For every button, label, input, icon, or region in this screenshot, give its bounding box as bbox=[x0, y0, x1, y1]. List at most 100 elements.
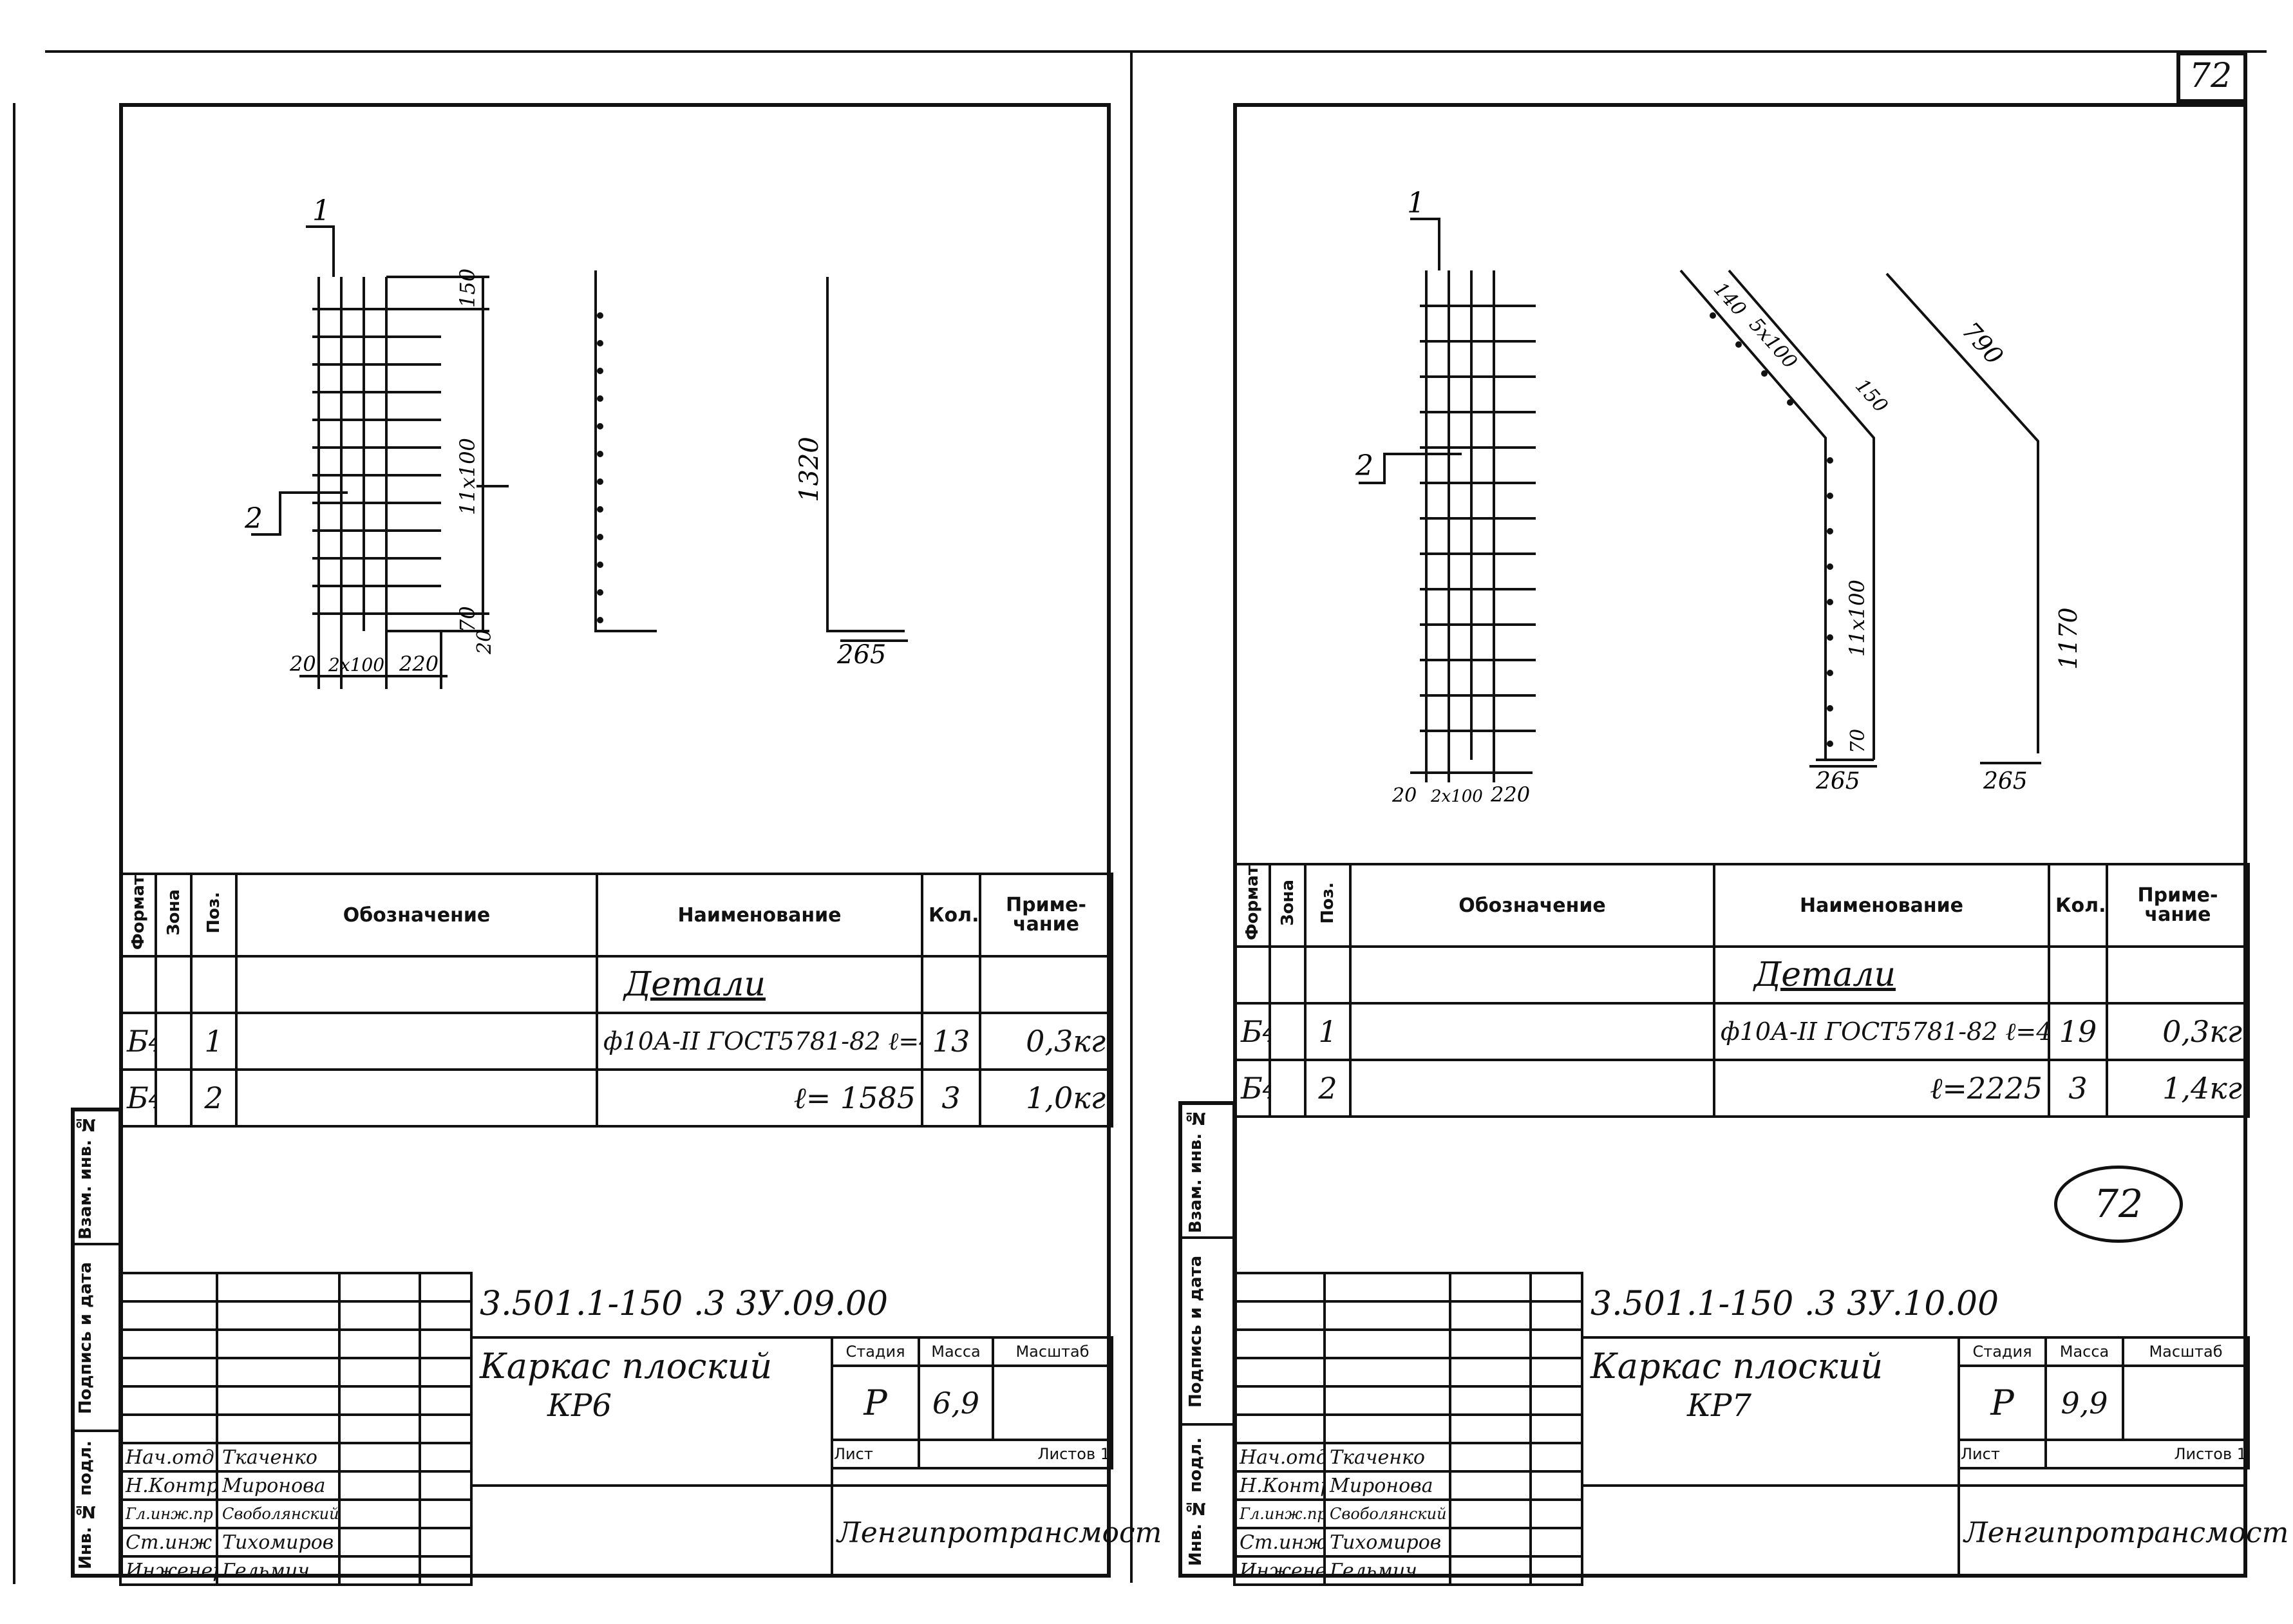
left-row1-pos: 1 bbox=[190, 1012, 238, 1072]
left-label-podpis: Подпись и дата bbox=[76, 1261, 95, 1414]
left-mass: 6,9 bbox=[918, 1364, 994, 1441]
left-head-designation: Обозначение bbox=[235, 872, 598, 958]
left-dim-2x100: 2x100 bbox=[328, 654, 384, 675]
table-row: Б4 1 ф10А-II ГОСТ5781-82 ℓ=440 13 0,3кг bbox=[119, 1012, 1113, 1072]
page-number: 72 bbox=[2189, 57, 2232, 95]
right-row2-format: Б4 bbox=[1233, 1059, 1271, 1119]
right-sheet-frame bbox=[1233, 103, 2247, 1578]
right-stage: Р bbox=[1958, 1364, 2047, 1441]
left-head-pos: Поз. bbox=[204, 891, 223, 934]
right-head-name: Наименование bbox=[1713, 862, 2050, 949]
left-org: Ленгипротрансмост bbox=[837, 1516, 1162, 1549]
table-row: Б4 2 ℓ= 1585 3 1,0кг bbox=[119, 1068, 1113, 1128]
left-dim-1320: 1320 bbox=[795, 437, 824, 502]
left-head-qty: Кол. bbox=[921, 872, 981, 958]
left-spec-section: Детали bbox=[596, 955, 923, 1015]
left-head-zone: Зона bbox=[164, 889, 184, 936]
left-row1-format: Б4 bbox=[119, 1012, 157, 1072]
right-row1-note: 0,3кг bbox=[2106, 1002, 2250, 1062]
left-row2-name: ℓ= 1585 bbox=[596, 1068, 923, 1128]
left-dim-20: 20 bbox=[289, 652, 316, 676]
table-row: Б4 1 ф10А-II ГОСТ5781-82 ℓ=440 19 0,3кг bbox=[1233, 1002, 2250, 1062]
right-row1-pos: 1 bbox=[1304, 1002, 1352, 1062]
right-label-inv: Инв. № подл. bbox=[1186, 1437, 1205, 1567]
right-spec-section: Детали bbox=[1713, 945, 2050, 1005]
right-dim-265a: 265 bbox=[1815, 768, 1860, 795]
right-spec-table: Формат Зона Поз. Обозначение Наименовани… bbox=[1233, 862, 2250, 1119]
left-dim-265: 265 bbox=[836, 640, 886, 670]
right-row2-qty: 3 bbox=[2048, 1059, 2108, 1119]
left-doc-title: Каркас плоский bbox=[480, 1346, 773, 1386]
left-stage-block: Стадия Масса Масштаб Р 6,9 Лист Листов 1 bbox=[831, 1336, 1113, 1469]
right-dim-20: 20 bbox=[1392, 784, 1417, 807]
left-dim-150: 150 bbox=[455, 269, 480, 308]
right-head-format: Формат bbox=[1242, 865, 1262, 941]
right-row1-qty: 19 bbox=[2048, 1002, 2108, 1062]
left-dim-11x100: 11x100 bbox=[455, 438, 480, 515]
left-doc-subtitle: КР6 bbox=[547, 1388, 612, 1424]
left-row2-qty: 3 bbox=[921, 1068, 981, 1128]
left-row2-pos: 2 bbox=[190, 1068, 238, 1128]
right-pos1-label: 1 bbox=[1407, 187, 1425, 220]
right-stage-block: Стадия Масса Масштаб Р 9,9 Лист Листов 1 bbox=[1958, 1336, 2250, 1469]
right-label-vzam: Взам. инв. № bbox=[1186, 1108, 1205, 1233]
left-doc-code: 3.501.1-150 .3 3У.09.00 bbox=[480, 1285, 889, 1323]
right-row2-note: 1,4кг bbox=[2106, 1059, 2250, 1119]
right-mark-text: 72 bbox=[2093, 1182, 2144, 1227]
right-label-podpis: Подпись и дата bbox=[1186, 1255, 1205, 1408]
right-row1-name: ф10А-II ГОСТ5781-82 ℓ=440 bbox=[1713, 1002, 2050, 1062]
right-dim-1170: 1170 bbox=[2054, 607, 2082, 670]
left-head-format: Формат bbox=[128, 875, 148, 950]
left-sheet-frame bbox=[119, 103, 1111, 1578]
right-dim-220: 220 bbox=[1490, 782, 1530, 807]
right-head-qty: Кол. bbox=[2048, 862, 2108, 949]
right-drawing-kr7: 1 2 140 5x100 150 790 11x100 70 1170 265… bbox=[1355, 187, 2082, 807]
left-dim-20-right: 20 bbox=[473, 630, 496, 655]
right-doc-subtitle: КР7 bbox=[1687, 1388, 1751, 1424]
right-doc-code: 3.501.1-150 .3 3У.10.00 bbox=[1590, 1285, 1999, 1323]
left-stage: Р bbox=[831, 1364, 920, 1441]
left-label-inv: Инв. № подл. bbox=[76, 1440, 95, 1570]
left-row2-note: 1,0кг bbox=[979, 1068, 1113, 1128]
right-dim-265b: 265 bbox=[1983, 768, 2028, 795]
right-row1-format: Б4 bbox=[1233, 1002, 1271, 1062]
right-dim-11x100: 11x100 bbox=[1845, 580, 1869, 657]
right-head-pos: Поз. bbox=[1318, 882, 1337, 924]
right-pos2-label: 2 bbox=[1355, 449, 1373, 482]
right-row2-pos: 2 bbox=[1304, 1059, 1352, 1119]
left-pos2-label: 2 bbox=[244, 502, 263, 535]
left-head-note: Приме- чание bbox=[979, 872, 1113, 958]
right-row2-name: ℓ=2225 bbox=[1713, 1059, 2050, 1119]
right-head-designation: Обозначение bbox=[1349, 862, 1715, 949]
left-label-vzam: Взам. инв. № bbox=[76, 1114, 95, 1240]
right-dim-790: 790 bbox=[1956, 317, 2008, 370]
left-row1-note: 0,3кг bbox=[979, 1012, 1113, 1072]
right-head-note: Приме- чание bbox=[2106, 862, 2250, 949]
right-org: Ленгипротрансмост bbox=[1964, 1516, 2289, 1549]
right-head-zone: Зона bbox=[1278, 880, 1297, 926]
right-circled-mark: 72 bbox=[2054, 1166, 2183, 1243]
right-dim-2x100: 2x100 bbox=[1430, 787, 1483, 806]
left-pos1-label: 1 bbox=[312, 194, 330, 227]
right-mass: 9,9 bbox=[2044, 1364, 2124, 1441]
left-row2-format: Б4 bbox=[119, 1068, 157, 1128]
left-dim-70: 70 bbox=[455, 606, 480, 632]
left-row1-qty: 13 bbox=[921, 1012, 981, 1072]
right-dim-150: 150 bbox=[1851, 375, 1892, 417]
table-row: Б4 2 ℓ=2225 3 1,4кг bbox=[1233, 1059, 2250, 1119]
left-row1-name: ф10А-II ГОСТ5781-82 ℓ=440 bbox=[596, 1012, 923, 1072]
page-number-box bbox=[2176, 52, 2247, 103]
right-doc-title: Каркас плоский bbox=[1590, 1346, 1883, 1386]
